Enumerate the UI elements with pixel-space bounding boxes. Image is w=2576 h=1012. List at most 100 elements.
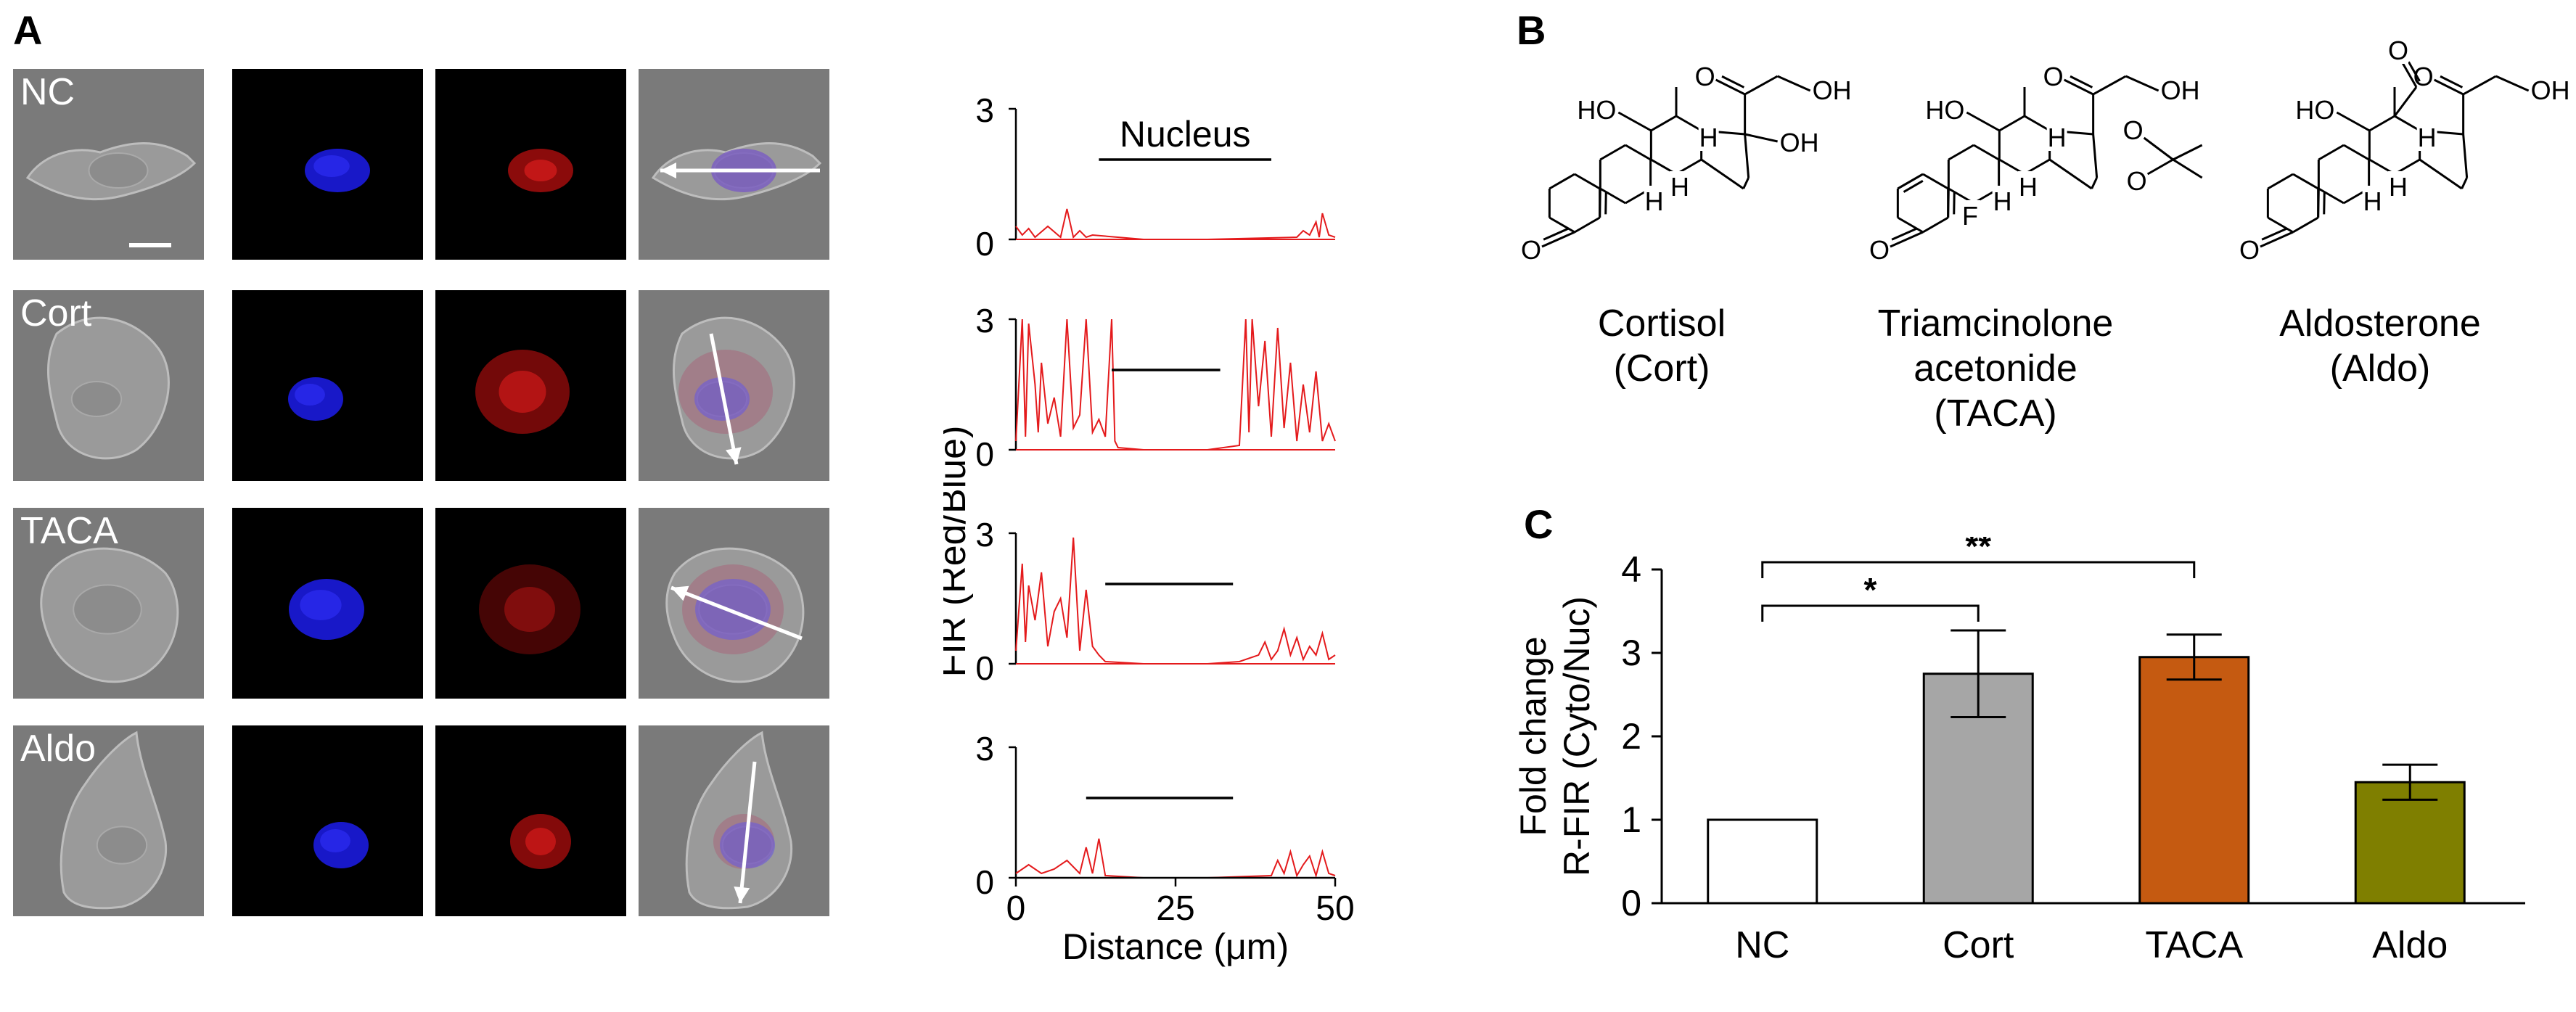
molecule-name-taca: Triamcinolone acetonide (TACA)	[1843, 301, 2148, 436]
tile-image	[435, 290, 626, 481]
tile-image	[639, 69, 829, 260]
bond	[2318, 144, 2345, 161]
bond	[2419, 158, 2463, 190]
atom-mask	[1960, 200, 1980, 229]
tile-image	[639, 725, 829, 916]
atom-mask	[2416, 122, 2437, 151]
bond	[1574, 216, 1601, 234]
y-tick-label: 2	[1621, 716, 1641, 757]
tile-image	[13, 508, 204, 699]
tile-image	[232, 290, 423, 481]
y-tick-label: 0	[975, 435, 994, 473]
y-axis-label: FIR (Red/Blue)	[943, 426, 974, 678]
cell-texture	[96, 826, 148, 865]
bond	[2125, 75, 2159, 92]
atom-mask	[1869, 234, 1890, 263]
y-tick-label: 3	[975, 516, 994, 554]
significance-bracket	[1761, 604, 1980, 622]
bond	[2394, 115, 2421, 132]
bond	[1742, 177, 1750, 189]
category-label: Cort	[1943, 924, 2014, 966]
tile-red-channel	[435, 290, 626, 481]
atom-mask	[1521, 234, 1541, 263]
y-tick-label: 4	[1621, 549, 1641, 590]
oxygen-label: O	[1869, 235, 1890, 265]
tile-image	[435, 725, 626, 916]
profile-line	[670, 585, 803, 641]
bond	[2172, 144, 2203, 161]
red-signal-core	[504, 587, 555, 632]
tile-image	[639, 290, 829, 481]
y-tick-label: 0	[975, 649, 994, 687]
bond	[2318, 187, 2345, 205]
tile-image	[232, 69, 423, 260]
tile-red-channel	[435, 69, 626, 260]
tile-brightfield: TACA	[13, 508, 204, 699]
tile-nucleus-blue	[232, 290, 423, 481]
atom-mask	[1698, 122, 1719, 151]
molecule-name-aldosterone: Aldosterone (Aldo)	[2220, 301, 2540, 391]
significance-bracket	[1761, 561, 2196, 578]
hydrogen-label: H	[2363, 186, 2382, 216]
bond	[2461, 177, 2469, 189]
atom-mask	[2159, 75, 2201, 104]
hydrogen-label: H	[2418, 123, 2437, 152]
double-bond	[2261, 227, 2287, 241]
category-label: TACA	[2145, 924, 2243, 966]
row-label: NC	[20, 71, 75, 113]
y-tick-label: 0	[975, 863, 994, 901]
tile-red-channel	[435, 725, 626, 916]
row-label: Aldo	[20, 728, 97, 770]
red-signal-core	[524, 160, 557, 181]
bond	[1574, 173, 1601, 190]
hydrogen-label: H	[2048, 123, 2067, 152]
y-tick-label: 3	[975, 302, 994, 340]
bond	[1549, 216, 1575, 234]
molecule-name-cortisol: Cortisol (Cort)	[1509, 301, 1814, 391]
bond	[1549, 173, 1575, 190]
red-signal-blob	[479, 564, 581, 654]
double-bond	[2440, 75, 2464, 89]
double-bond	[1953, 192, 1956, 215]
tile-image	[232, 508, 423, 699]
oxygen-label: O	[2388, 36, 2408, 65]
bond	[1541, 231, 1575, 248]
profile-series-nc	[1015, 208, 1336, 240]
bond	[2267, 216, 2294, 234]
bond	[2317, 188, 2320, 218]
bond	[1599, 188, 1601, 218]
bond	[1998, 115, 2025, 132]
bar-aldo	[2354, 781, 2466, 905]
oxygen-label: O	[1521, 235, 1541, 265]
cell-outline	[685, 731, 793, 910]
profile-series-cort	[1015, 318, 1336, 451]
tile-nucleus-blue	[232, 725, 423, 916]
y-tick-label: 1	[1621, 799, 1641, 840]
atom-mask	[1811, 75, 1853, 104]
hydroxyl-label: OH	[1813, 75, 1852, 105]
hydroxyl-label: HO	[1577, 95, 1616, 125]
merge-blue-overlay	[695, 579, 771, 640]
atom-mask	[2362, 186, 2383, 215]
hydroxyl-label: OH	[1780, 128, 1819, 157]
y-tick-label: 3	[975, 730, 994, 768]
nucleus-highlight	[313, 155, 350, 177]
molecule-name-line: (TACA)	[1934, 392, 2057, 435]
molecule-name-line: acetonide	[1913, 347, 2077, 390]
bond	[1650, 115, 1677, 132]
atom-mask	[1924, 94, 1966, 123]
arrow-head	[734, 886, 750, 903]
tile-background	[232, 725, 423, 916]
tile-image	[13, 290, 204, 481]
bond	[1617, 111, 1652, 132]
bond	[1966, 111, 2001, 132]
atom-mask	[2126, 165, 2147, 194]
atom-mask	[2388, 171, 2408, 200]
atom-mask	[1670, 171, 1690, 200]
bond	[1947, 188, 1950, 218]
atom-mask	[2046, 122, 2067, 151]
hydrogen-label: H	[1670, 172, 1689, 202]
